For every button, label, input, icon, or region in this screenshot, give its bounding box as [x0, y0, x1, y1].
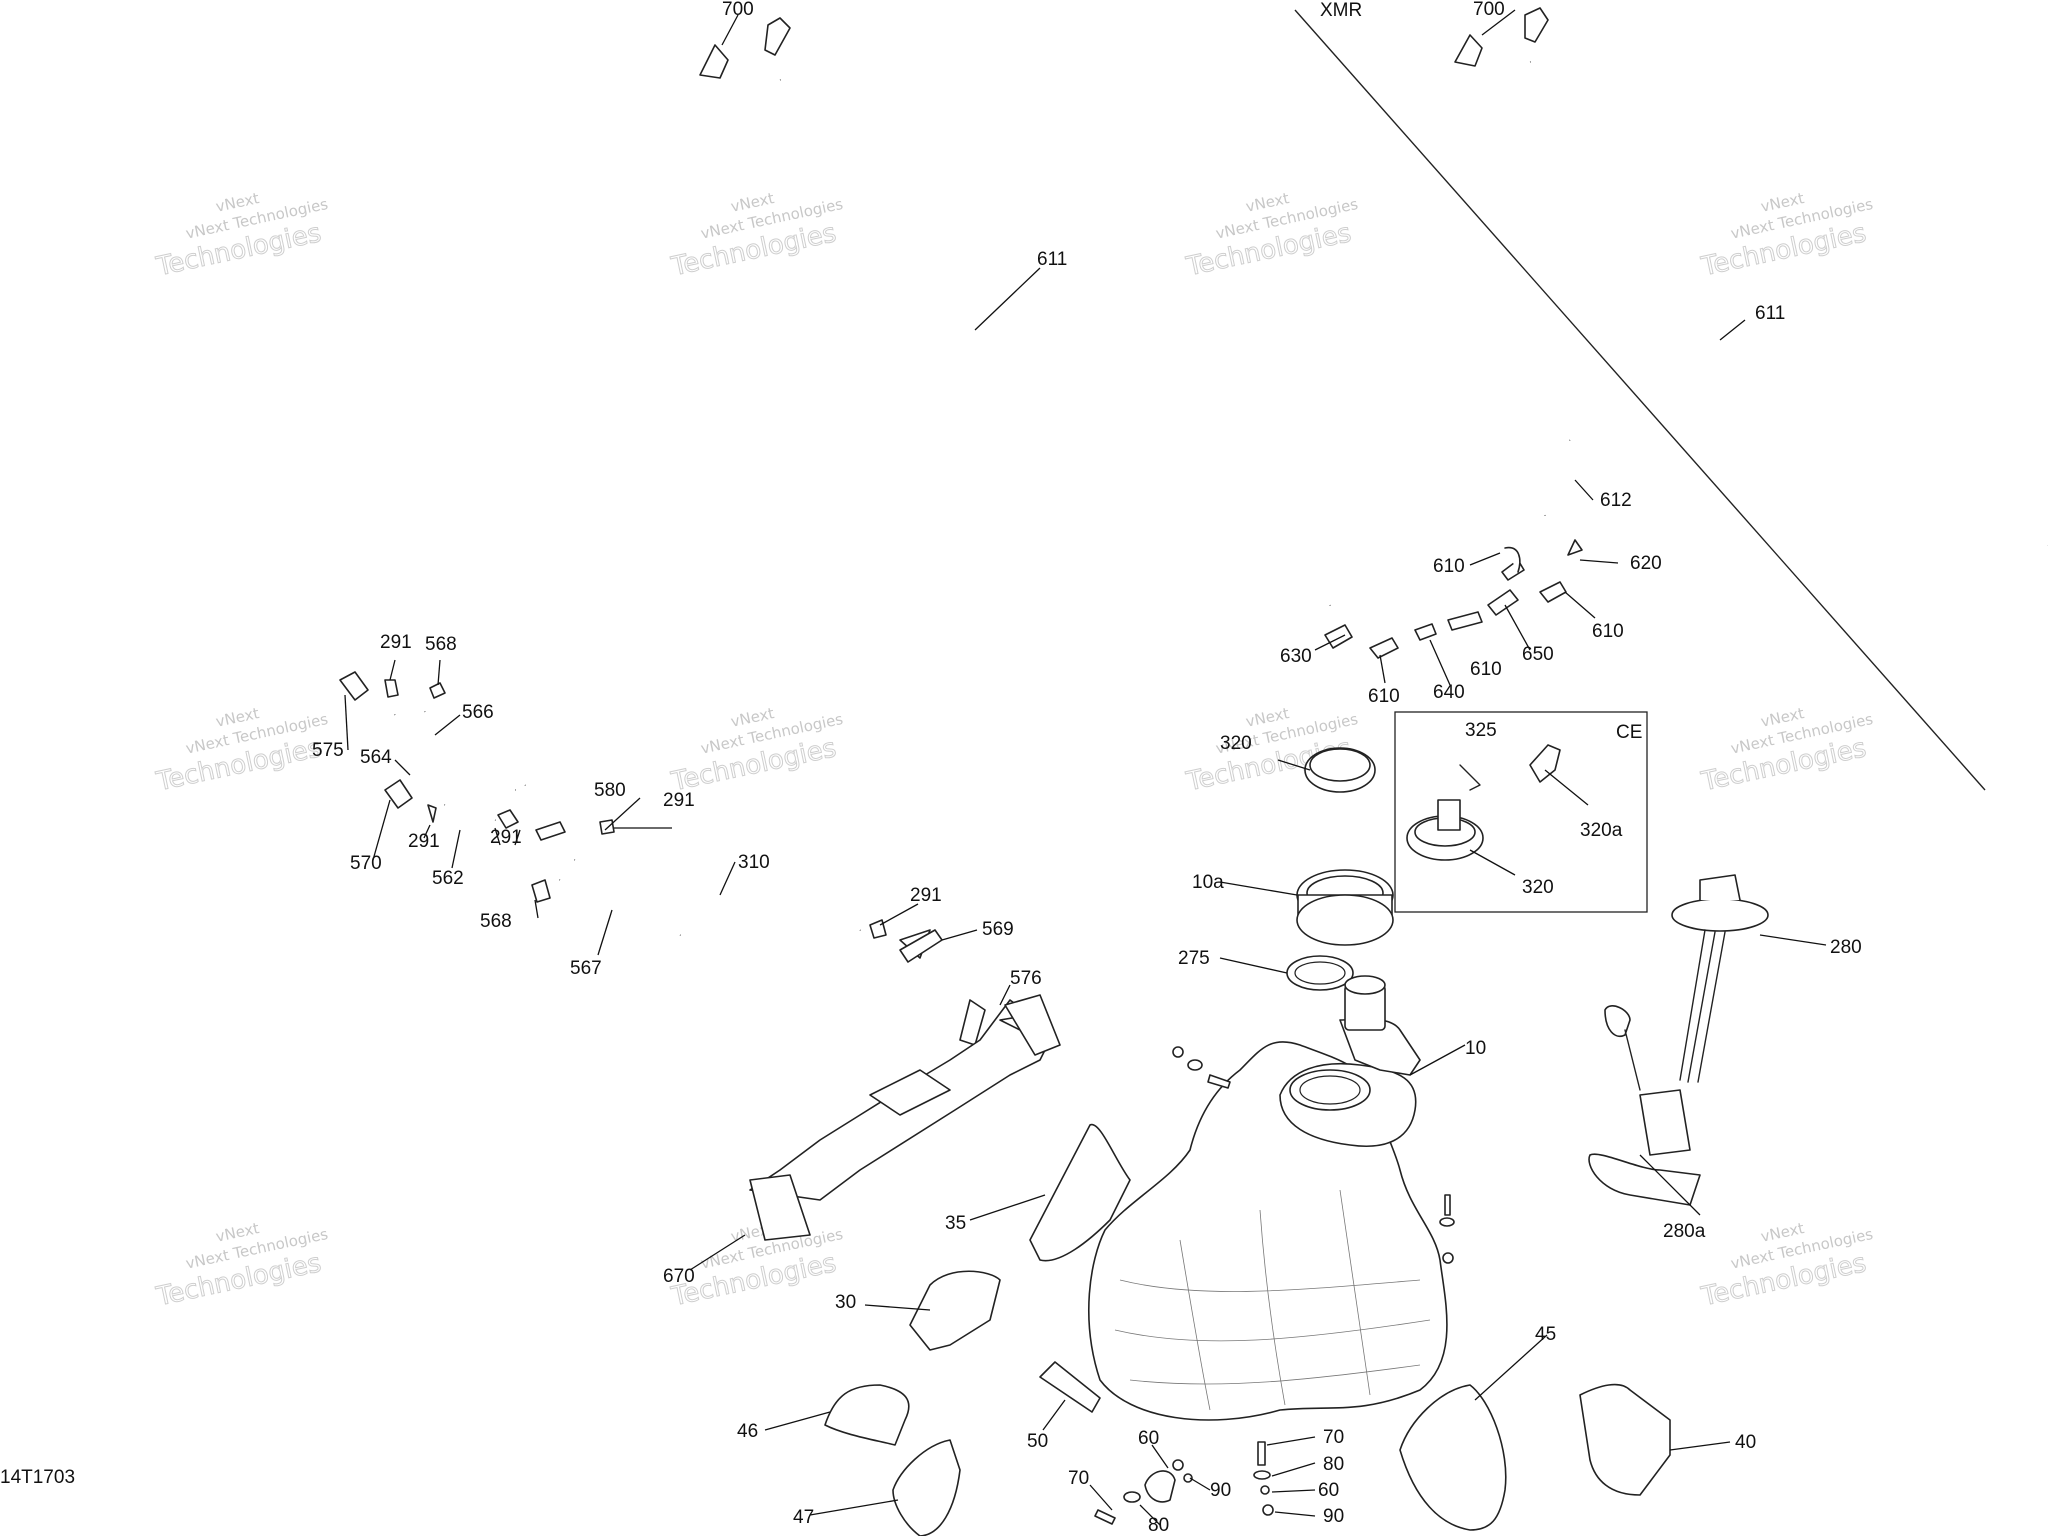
vent-hose-611-left	[732, 78, 1332, 606]
ce-box	[1394, 711, 1648, 913]
callout-620: 620	[1630, 553, 1662, 574]
clip-700-right	[1454, 7, 1549, 67]
callout-47: 47	[793, 1507, 814, 1528]
callout-35: 35	[945, 1213, 966, 1234]
callout-580: 580	[594, 780, 626, 801]
callout-575: 575	[312, 740, 344, 761]
callout-10: 10	[1465, 1038, 1486, 1059]
vent-hose-611-right	[1485, 60, 2048, 547]
clip-700-left	[699, 17, 791, 79]
callout-280: 280	[1830, 937, 1862, 958]
ce-label: CE	[1616, 722, 1642, 743]
callout-611: 611	[1755, 303, 1785, 324]
callout-570: 570	[350, 853, 382, 874]
callout-568: 568	[480, 911, 512, 932]
callout-566: 566	[462, 702, 494, 723]
callout-291: 291	[408, 831, 440, 852]
hardware-bottom	[1094, 1441, 1274, 1525]
callout-80: 80	[1148, 1515, 1169, 1536]
callout-567: 567	[570, 958, 602, 979]
gasket-275	[1286, 955, 1354, 991]
callout-280a: 280a	[1663, 1221, 1706, 1242]
fuel-pump-280	[1588, 874, 1769, 1206]
callout-310: 310	[738, 852, 770, 873]
watermark: vNext vNext Technologies Technologies	[153, 1219, 330, 1313]
callout-291: 291	[910, 885, 942, 906]
watermark: vNext vNext Technologies Technologies	[1698, 704, 1875, 798]
vent-fittings	[1324, 539, 1583, 659]
callout-640: 640	[1433, 682, 1465, 703]
filler-hoses	[388, 708, 863, 941]
callout-60: 60	[1318, 1480, 1339, 1501]
watermark: vNext vNext Technologies Technologies	[668, 189, 845, 283]
callout-610: 610	[1470, 659, 1502, 680]
callout-700: 700	[722, 0, 754, 20]
callout-610: 610	[1368, 686, 1400, 707]
callout-611: 611	[1037, 249, 1067, 270]
heat-shield-35	[1029, 1124, 1131, 1262]
callout-45: 45	[1535, 1324, 1556, 1345]
callout-320: 320	[1220, 733, 1252, 754]
callout-291: 291	[490, 827, 522, 848]
locking-ring-10a	[1296, 869, 1394, 946]
fuel-tank-10	[1088, 975, 1448, 1421]
heat-shield-50	[1039, 1361, 1101, 1413]
callout-564: 564	[360, 747, 392, 768]
heat-shield-40	[1579, 1383, 1671, 1496]
callout-80: 80	[1323, 1454, 1344, 1475]
heat-shield-47	[892, 1439, 961, 1536]
watermark: vNext vNext Technologies Technologies	[1183, 189, 1360, 283]
watermark: vNext vNext Technologies Technologies	[153, 189, 330, 283]
callout-670: 670	[663, 1266, 695, 1287]
callout-610: 610	[1433, 556, 1465, 577]
callout-320: 320	[1522, 877, 1554, 898]
callout-610: 610	[1592, 621, 1624, 642]
callout-569: 569	[982, 919, 1014, 940]
bracket-670	[749, 994, 1061, 1241]
callout-50: 50	[1027, 1431, 1048, 1452]
watermark: vNext vNext Technologies Technologies	[668, 704, 845, 798]
callout-275: 275	[1178, 948, 1210, 969]
hardware-10	[1172, 1046, 1455, 1264]
vent-hose-612	[1477, 376, 1583, 516]
fuel-cap-320	[1304, 747, 1376, 793]
watermark: vNext vNext Technologies Technologies	[153, 704, 330, 798]
callout-325: 325	[1465, 720, 1497, 741]
callout-568: 568	[425, 634, 457, 655]
callout-90: 90	[1210, 1480, 1231, 1501]
watermark: vNext vNext Technologies Technologies	[668, 1219, 845, 1313]
callout-30: 30	[835, 1292, 856, 1313]
callout-291: 291	[663, 790, 695, 811]
callout-60: 60	[1138, 1428, 1159, 1449]
callout-10a: 10a	[1192, 872, 1224, 893]
callout-70: 70	[1323, 1427, 1344, 1448]
ce-tether-325	[1459, 764, 1481, 791]
callout-612: 612	[1600, 490, 1632, 511]
callout-630: 630	[1280, 646, 1312, 667]
callout-576: 576	[1010, 968, 1042, 989]
callout-562: 562	[432, 868, 464, 889]
fittings-left	[339, 671, 986, 1046]
callout-labels: 700 700 611 611 612 610 620 610 630 610 …	[312, 0, 1862, 1536]
callout-320a: 320a	[1580, 820, 1623, 841]
leader-lines	[344, 9, 1827, 1526]
xmr-divider-line	[1294, 9, 1986, 791]
ce-key-320a	[1529, 744, 1561, 783]
callout-70: 70	[1068, 1468, 1089, 1489]
callout-40: 40	[1735, 1432, 1756, 1453]
watermark: vNext vNext Technologies Technologies	[1698, 189, 1875, 283]
callout-46: 46	[737, 1421, 758, 1442]
callout-291: 291	[380, 632, 412, 653]
callout-90: 90	[1323, 1506, 1344, 1527]
xmr-label: XMR	[1320, 0, 1362, 21]
watermark: vNext vNext Technologies Technologies	[1698, 1219, 1875, 1313]
heat-shield-30	[909, 1270, 1001, 1351]
callout-700: 700	[1473, 0, 1505, 20]
ce-cap-320	[1406, 799, 1484, 861]
drawing-id: 14T1703	[0, 1467, 75, 1488]
callout-650: 650	[1522, 644, 1554, 665]
heat-shield-46	[824, 1384, 910, 1446]
heat-shield-45	[1399, 1384, 1507, 1531]
